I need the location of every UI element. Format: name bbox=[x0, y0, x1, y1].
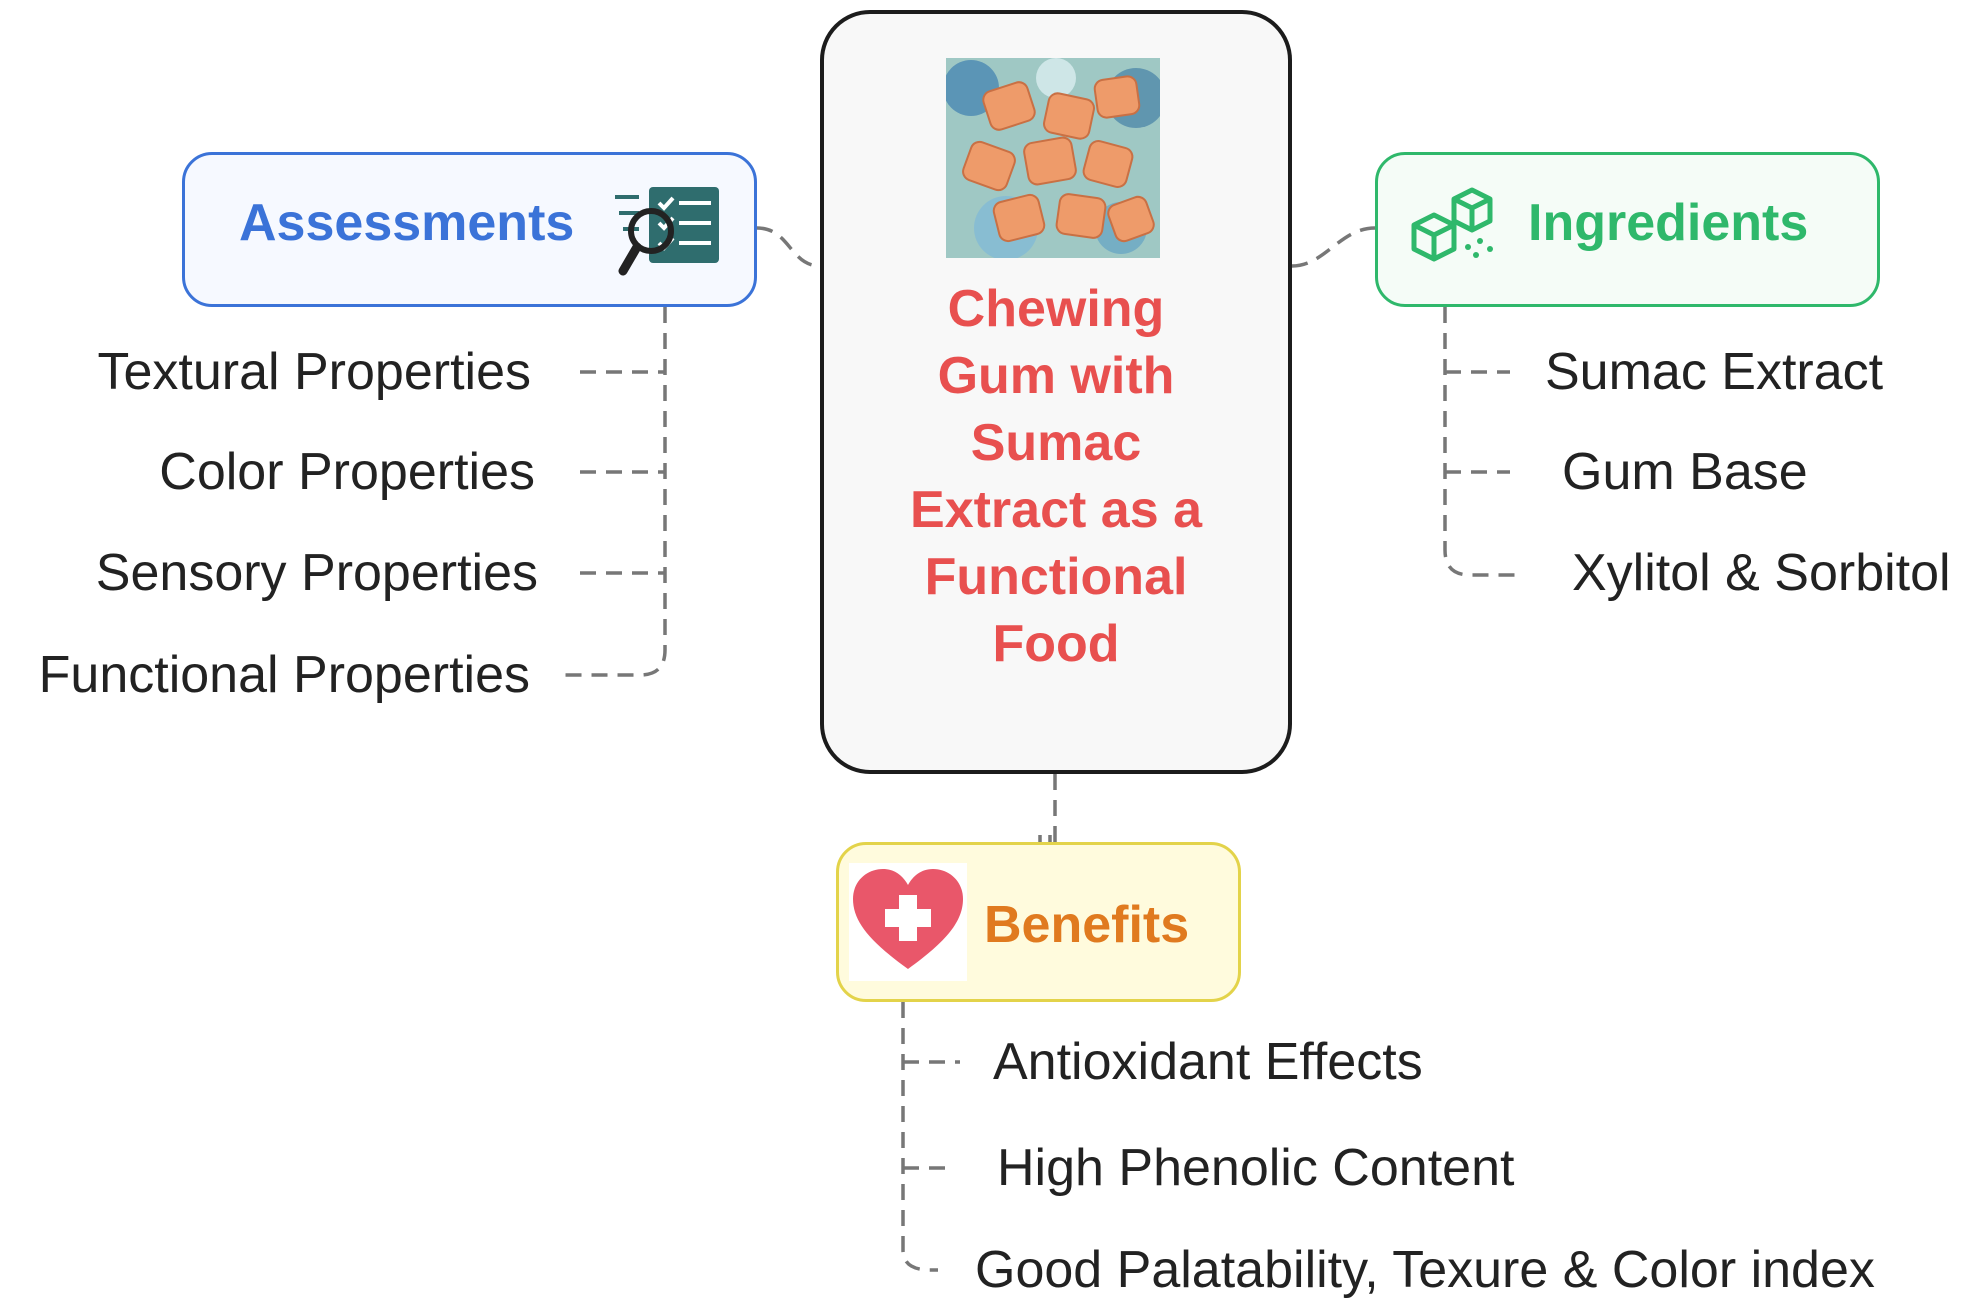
connector-assessments-central bbox=[756, 226, 821, 268]
assessments-item: Functional Properties bbox=[38, 646, 530, 704]
central-topic-node: Chewing Gum with Sumac Extract as a Func… bbox=[820, 10, 1292, 774]
central-title-line: Extract as a bbox=[910, 481, 1202, 539]
connector-ingredients-central bbox=[1291, 226, 1376, 268]
assessments-item: Sensory Properties bbox=[95, 544, 538, 602]
assessments-node: Assessments bbox=[182, 152, 757, 307]
benefits-item: Antioxidant Effects bbox=[993, 1033, 1423, 1091]
assessments-item: Color Properties bbox=[159, 443, 535, 501]
benefits-item: High Phenolic Content bbox=[997, 1139, 1515, 1197]
heart-medical-cross-icon bbox=[849, 863, 967, 981]
central-title-line: Sumac bbox=[970, 414, 1142, 472]
cubes-icon bbox=[1411, 187, 1493, 262]
ingredients-item: Xylitol & Sorbitol bbox=[1572, 544, 1951, 602]
assessments-label: Assessments bbox=[239, 194, 575, 252]
ingredients-item: Gum Base bbox=[1562, 443, 1808, 501]
gum-photo bbox=[946, 58, 1160, 258]
ingredients-node: Ingredients bbox=[1375, 152, 1880, 307]
assessments-item: Textural Properties bbox=[97, 343, 531, 401]
central-topic-title: Chewing Gum with Sumac Extract as a Func… bbox=[844, 276, 1268, 678]
benefits-node: Benefits bbox=[836, 842, 1241, 1002]
connector-ingredients-trunk bbox=[1443, 307, 1515, 577]
central-title-line: Food bbox=[992, 615, 1120, 673]
benefits-item: Good Palatability, Texure & Color index bbox=[975, 1241, 1875, 1299]
benefits-label: Benefits bbox=[984, 896, 1190, 954]
ingredients-item: Sumac Extract bbox=[1545, 343, 1884, 401]
checklist-magnifier-icon bbox=[615, 187, 719, 276]
central-title-line: Chewing bbox=[947, 280, 1165, 338]
ingredients-label: Ingredients bbox=[1528, 194, 1809, 252]
connector-benefits-trunk bbox=[901, 1002, 938, 1272]
connector-assessments-trunk bbox=[565, 307, 667, 677]
central-title-line: Gum with bbox=[937, 347, 1175, 405]
central-title-line: Functional bbox=[924, 548, 1188, 606]
